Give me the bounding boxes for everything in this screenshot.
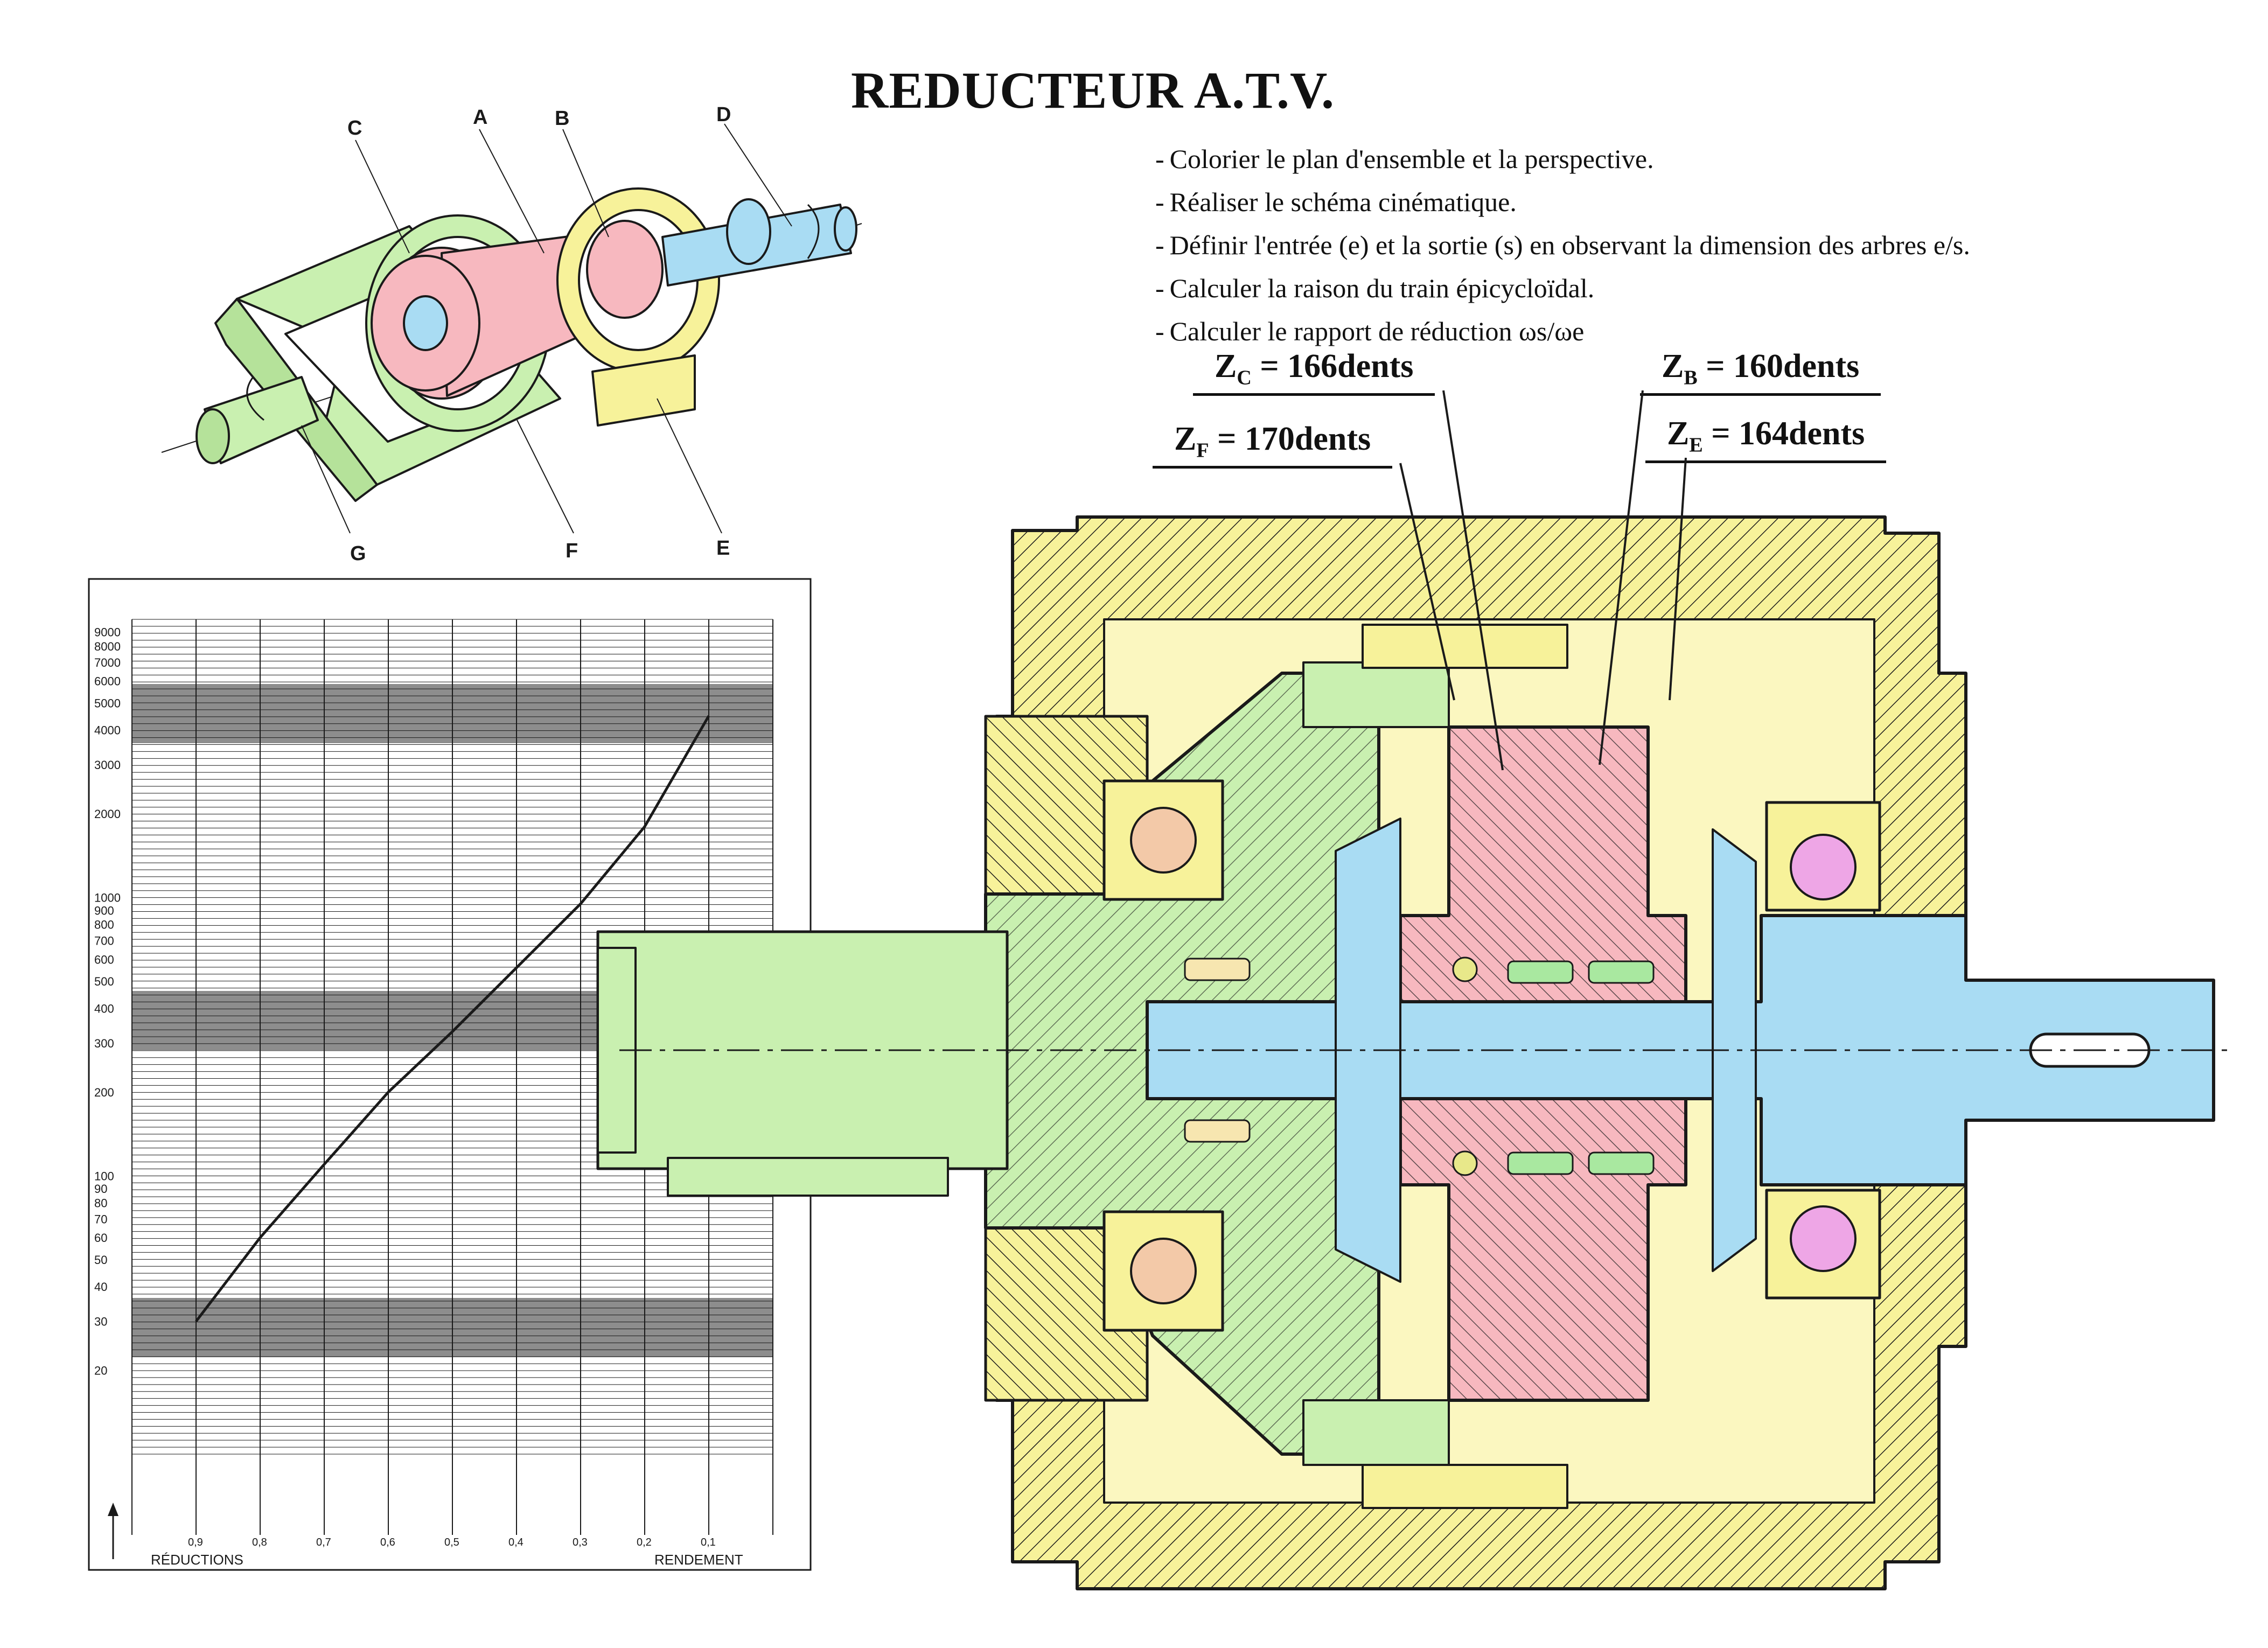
instructions-list: -Colorier le plan d'ensemble et la persp…	[1155, 137, 1970, 353]
y-tick-label: 2000	[94, 807, 121, 821]
instruction-item: -Calculer le rapport de réduction ωs/ωe	[1155, 316, 1585, 346]
x-tick-label: 0,9	[188, 1537, 203, 1548]
y-tick-label: 6000	[94, 675, 121, 688]
x-tick-label: 0,1	[701, 1537, 716, 1548]
y-tick-label: 400	[94, 1002, 114, 1015]
efficiency-curve	[195, 715, 710, 1323]
y-tick-label: 7000	[94, 656, 121, 669]
shaft-g-end	[196, 408, 230, 464]
y-tick-label: 5000	[94, 697, 121, 710]
label-c: C	[347, 117, 362, 139]
y-tick-label: 3000	[94, 758, 121, 772]
teeth-label-zc: ZC = 166dents	[1193, 347, 1435, 396]
label-a: A	[473, 106, 487, 129]
bearing-ball-icon	[1130, 807, 1197, 874]
y-tick-label: 600	[94, 953, 114, 966]
y-tick-label: 90	[94, 1182, 107, 1196]
label-b: B	[555, 107, 569, 130]
efficiency-chart: 9000800070006000500040003000200010009008…	[88, 578, 812, 1571]
bearing-ball-icon	[1130, 1238, 1197, 1304]
x-tick-label: 0,3	[573, 1537, 588, 1548]
x-tick-label: 0,8	[252, 1537, 267, 1548]
label-g: G	[350, 542, 366, 565]
x-tick-label: 0,5	[444, 1537, 459, 1548]
bearing-ball-icon	[1790, 834, 1857, 900]
y-tick-label: 800	[94, 918, 114, 932]
rotation-arrow-icon	[807, 204, 820, 259]
teeth-label-zb: ZB = 160dents	[1640, 347, 1881, 396]
instruction-item: -Calculer la raison du train épicycloïda…	[1155, 273, 1595, 303]
y-tick-label: 8000	[94, 640, 121, 653]
y-tick-label: 4000	[94, 724, 121, 737]
y-tick-label: 9000	[94, 626, 121, 639]
y-tick-label: 100	[94, 1169, 114, 1183]
y-tick-label: 20	[94, 1364, 107, 1377]
y-tick-label: 300	[94, 1037, 114, 1050]
y-tick-label: 70	[94, 1212, 107, 1226]
label-e: E	[716, 537, 730, 560]
y-tick-label: 900	[94, 904, 114, 917]
teeth-label-zf: ZF = 170dents	[1153, 420, 1393, 469]
bearing-ball-icon	[1790, 1205, 1857, 1272]
x-tick-label: 0,7	[316, 1537, 331, 1548]
y-tick-label: 40	[94, 1280, 107, 1294]
y-tick-label: 30	[94, 1315, 107, 1328]
instruction-item: -Colorier le plan d'ensemble et la persp…	[1155, 144, 1654, 174]
instruction-item: -Réaliser le schéma cinématique.	[1155, 187, 1517, 217]
x-tick-label: 0,6	[380, 1537, 395, 1548]
y-tick-label: 60	[94, 1231, 107, 1245]
x-tick-label: 0,4	[508, 1537, 524, 1548]
output-shaft-part	[1146, 914, 2215, 1186]
x-tick-label: 0,2	[637, 1537, 652, 1548]
y-tick-label: 1000	[94, 891, 121, 905]
assembly-section-view	[596, 390, 2235, 1590]
label-f: F	[566, 540, 578, 562]
label-d: D	[716, 103, 731, 126]
shaft-d-inner	[403, 295, 448, 351]
rotation-arrow-icon	[246, 376, 264, 421]
gear-b-part	[586, 220, 664, 319]
instruction-item: -Définir l'entrée (e) et la sortie (s) e…	[1155, 230, 1970, 260]
y-tick-label: 500	[94, 975, 114, 988]
y-tick-label: 50	[94, 1253, 107, 1267]
y-tick-label: 700	[94, 934, 114, 948]
perspective-view	[161, 123, 862, 534]
x-label-left: RÉDUCTIONS	[151, 1552, 243, 1568]
teeth-label-ze: ZE = 164dents	[1645, 415, 1887, 464]
y-tick-label: 200	[94, 1086, 114, 1099]
page-title: REDUCTEUR A.T.V.	[851, 61, 1335, 119]
y-tick-label: 80	[94, 1196, 107, 1210]
x-label-right: RENDEMENT	[654, 1552, 743, 1568]
